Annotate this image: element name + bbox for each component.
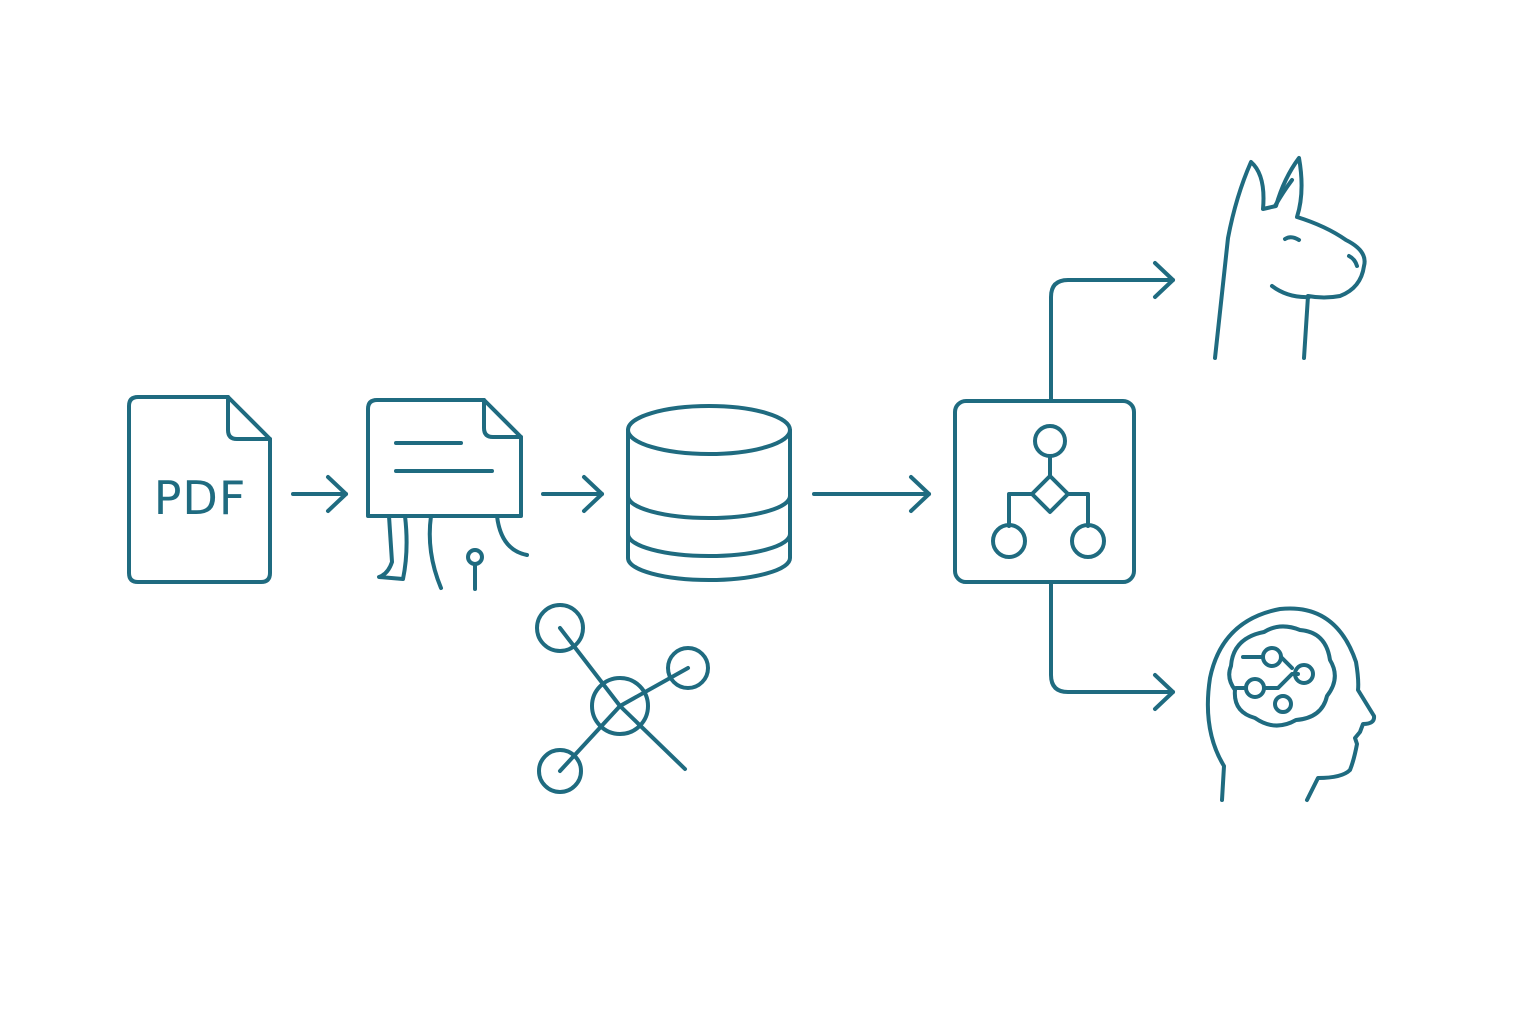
router-line-left [1007, 492, 1034, 528]
graph-node-top [535, 603, 585, 653]
arrow-database-to-router [812, 475, 931, 513]
llama-head-outline [1213, 156, 1367, 360]
head-profile-outline [1205, 606, 1377, 802]
shredder-page-outline [366, 398, 523, 518]
database-icon [626, 404, 792, 582]
llama-inner-ear [1273, 178, 1294, 208]
db-top-layer [626, 428, 792, 520]
db-bottom-layer [626, 532, 792, 582]
document-shredder-icon [366, 398, 529, 591]
paper-strip-3 [495, 514, 529, 557]
shredder-page-fold [482, 398, 523, 439]
llama-mouth [1270, 284, 1311, 300]
router-node-top [1033, 424, 1067, 458]
circuit-trace-3 [1262, 672, 1300, 690]
pin-head [466, 548, 484, 566]
circuit-node-1 [1261, 646, 1283, 668]
paper-strip-2 [427, 514, 443, 590]
graph-node-right [666, 646, 710, 690]
db-top-cap [626, 404, 792, 456]
router-line-right [1066, 492, 1090, 528]
llama-eye [1283, 235, 1301, 242]
arrow-router-to-llama [1049, 261, 1175, 403]
graph-edge-bottom-left [558, 704, 622, 773]
router-node-left [991, 523, 1027, 559]
circuit-node-4 [1273, 694, 1293, 714]
llama-nostril [1347, 254, 1359, 268]
router-workflow-icon [953, 399, 1136, 584]
circuit-node-2 [1293, 663, 1315, 685]
arrow-router-to-brain [1049, 580, 1175, 711]
router-node-right [1070, 523, 1106, 559]
pdf-page-fold [226, 395, 272, 441]
pdf-document-icon: PDF [127, 395, 272, 584]
arrow-shredder-to-database [541, 475, 604, 513]
graph-edge-top [558, 626, 622, 708]
pdf-label: PDF [154, 471, 247, 525]
llama-icon [1213, 156, 1367, 360]
router-box [953, 399, 1136, 584]
router-decision-diamond [1030, 474, 1070, 514]
brain-outline [1227, 624, 1337, 728]
graph-node-center [590, 676, 650, 736]
ai-brain-head-icon [1205, 606, 1377, 802]
knowledge-graph-icon [535, 603, 710, 794]
graph-edge-right [618, 666, 690, 708]
arrow-pdf-to-shredder [291, 475, 348, 513]
db-middle-layer [626, 494, 792, 558]
pdf-page-outline [127, 395, 272, 584]
circuit-node-3 [1244, 677, 1266, 699]
paper-strip-1 [377, 514, 409, 581]
graph-edge-bottom-right [618, 704, 687, 771]
graph-node-bottom-left [537, 748, 583, 794]
